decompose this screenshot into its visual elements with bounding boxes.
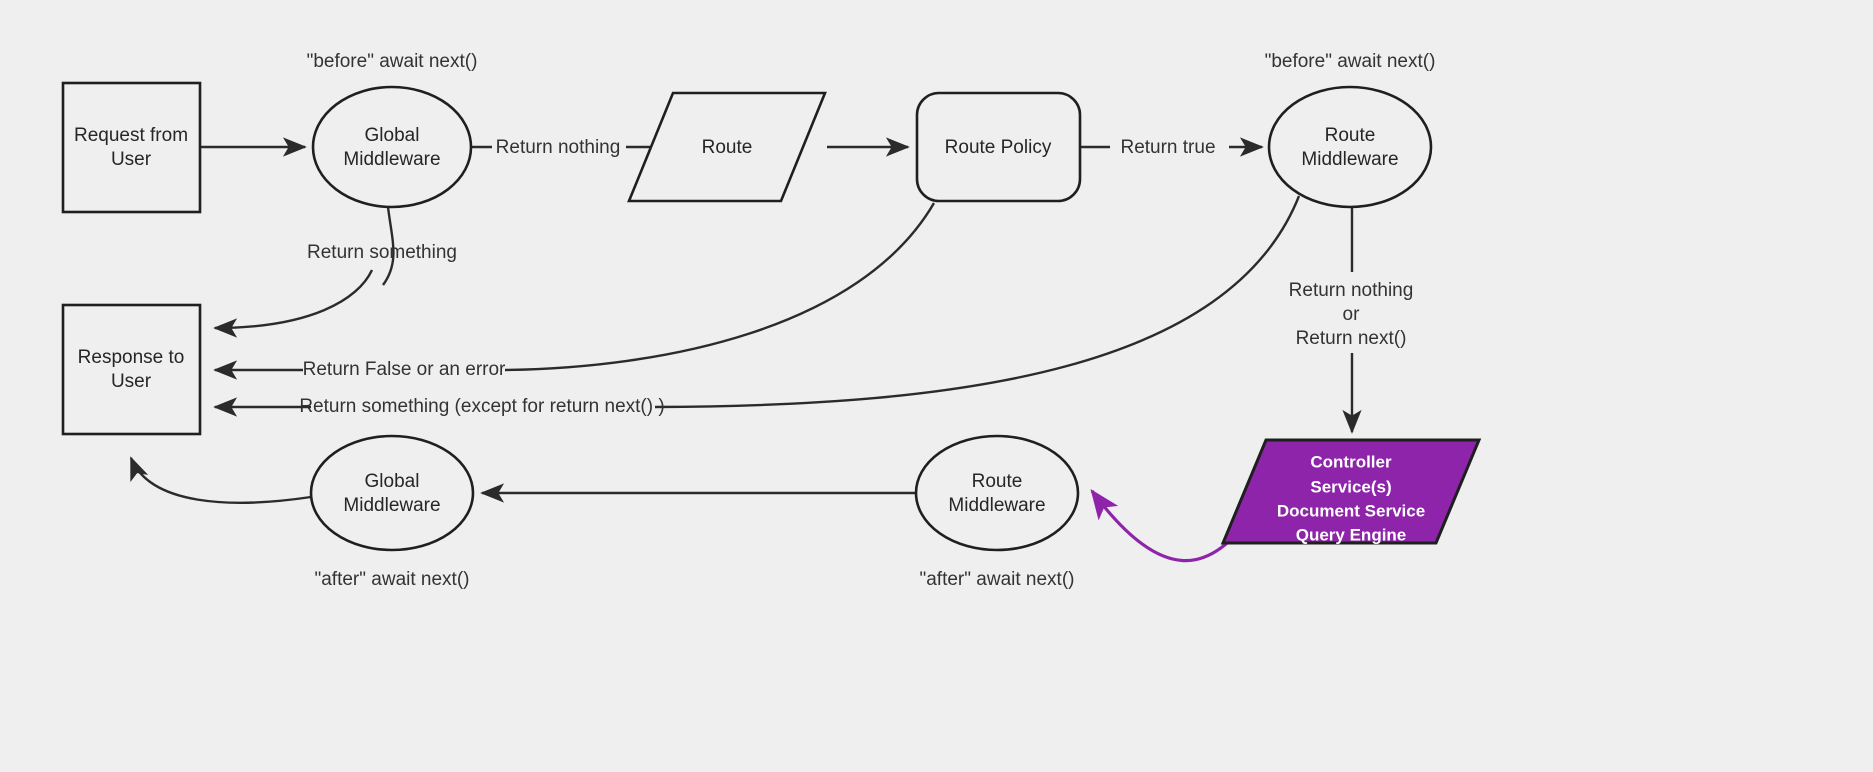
route-middleware-before-label-line1: Route <box>1325 125 1376 146</box>
edge-label-return-true: Return true <box>1120 137 1215 158</box>
controller-services-label-line2: Service(s) <box>1310 477 1391 496</box>
controller-services-shape[interactable] <box>1220 438 1482 545</box>
edge-label-return-nothing-or-next-line2: or <box>1343 304 1361 325</box>
controller-services-label-line1: Controller <box>1310 452 1392 471</box>
controller-services-label-line4: Query Engine <box>1296 525 1407 544</box>
controller-services-label-line3: Document Service <box>1277 501 1425 520</box>
request-from-user-label-line2: User <box>111 149 152 170</box>
route-policy-shape[interactable] <box>915 91 1082 203</box>
edge-route-middleware-to-controller: Return nothing or Return next() <box>1289 207 1414 434</box>
edge-label-return-nothing-or-next-line1: Return nothing <box>1289 280 1414 301</box>
edge-label-return-something: Return something <box>307 242 457 263</box>
route-label: Route <box>702 137 753 158</box>
edge-route-policy-to-route-middleware: Return true <box>1080 137 1264 158</box>
node-route-policy[interactable]: Route Policy <box>915 91 1082 203</box>
edge-global-middleware-after-to-response <box>129 456 312 504</box>
edge-global-middleware-to-response: Return something <box>213 206 457 338</box>
node-route-middleware-after[interactable]: Route Middleware <box>914 434 1080 552</box>
node-controller-services[interactable]: Controller Service(s) Document Service Q… <box>1220 438 1482 545</box>
response-to-user-label-line2: User <box>111 371 152 392</box>
global-middleware-after-label-line1: Global <box>365 471 420 492</box>
route-middleware-before-label-line2: Middleware <box>1301 149 1398 170</box>
route-middleware-after-shape[interactable] <box>914 434 1080 552</box>
annotation-before-route-middleware: "before" await next() <box>1265 51 1436 72</box>
edge-label-return-something-except: Return something (except for return next… <box>299 396 664 417</box>
edge-label-return-nothing-or-next-line3: Return next() <box>1296 328 1407 349</box>
request-from-user-shape[interactable] <box>61 81 202 214</box>
node-global-middleware-after[interactable]: Global Middleware <box>309 434 475 552</box>
response-to-user-label-line1: Response to <box>78 347 185 368</box>
node-response-to-user[interactable]: Response to User <box>61 303 202 436</box>
global-middleware-before-label-line1: Global <box>365 125 420 146</box>
route-policy-label: Route Policy <box>945 137 1052 158</box>
edge-label-return-false-or-error: Return False or an error <box>303 359 506 380</box>
request-from-user-label-line1: Request from <box>74 125 188 146</box>
node-route-middleware-before[interactable]: Route Middleware <box>1267 85 1433 209</box>
annotation-after-global-middleware: "after" await next() <box>315 569 470 590</box>
global-middleware-before-label-line2: Middleware <box>343 149 440 170</box>
edge-label-return-nothing: Return nothing <box>496 137 621 158</box>
edge-route-policy-to-response: Return False or an error <box>213 202 936 380</box>
route-middleware-after-label-line2: Middleware <box>948 495 1045 516</box>
route-middleware-after-label-line1: Route <box>972 471 1023 492</box>
route-shape[interactable] <box>627 91 827 203</box>
route-middleware-before-shape[interactable] <box>1267 85 1433 209</box>
node-route[interactable]: Route <box>627 91 827 203</box>
annotation-after-route-middleware: "after" await next() <box>920 569 1075 590</box>
node-global-middleware-before[interactable]: Global Middleware <box>311 85 473 209</box>
global-middleware-before-shape[interactable] <box>311 85 473 209</box>
annotation-before-global-middleware: "before" await next() <box>307 51 478 72</box>
node-request-from-user[interactable]: Request from User <box>61 81 202 214</box>
global-middleware-after-shape[interactable] <box>309 434 475 552</box>
edge-route-middleware-to-response: Return something (except for return next… <box>213 195 1301 417</box>
global-middleware-after-label-line2: Middleware <box>343 495 440 516</box>
response-to-user-shape[interactable] <box>61 303 202 436</box>
